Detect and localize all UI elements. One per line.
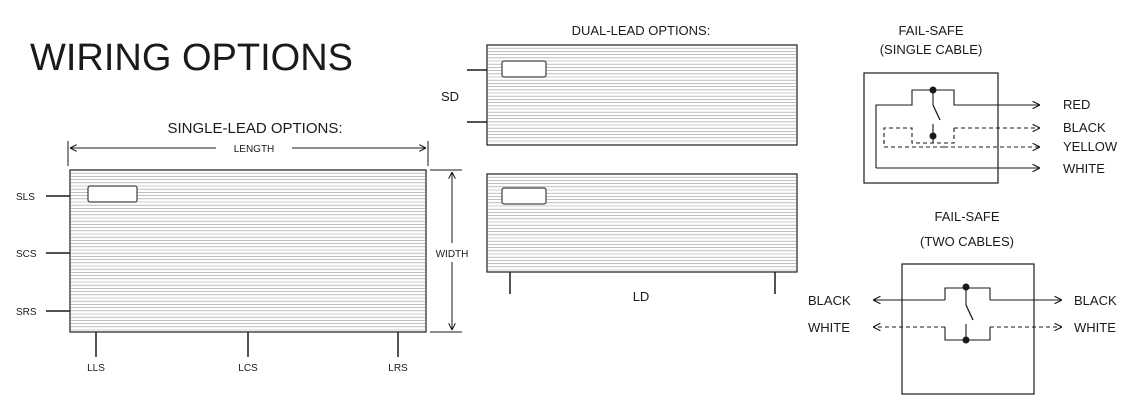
fail-safe-two-subtitle: (TWO CABLES) [920,234,1014,249]
lead-label-sls: SLS [16,192,35,203]
switch-node-bottom [929,132,937,140]
fail-safe-two-box [901,263,1035,395]
wire-label-left-white: WHITE [808,320,850,335]
lead-label-lrs: LRS [388,363,408,374]
fail-safe-single-subtitle: (SINGLE CABLE) [880,42,983,57]
fail-safe-single-title: FAIL-SAFE [898,23,963,38]
length-dimension: LENGTH [67,141,429,166]
fail-safe-two-schematic [873,263,1062,395]
fail-safe-two-title: FAIL-SAFE [934,209,999,224]
dual-lead-sd-panel [486,44,798,146]
lead-label-lls: LLS [87,363,105,374]
switch-node-top [962,283,970,291]
wire-label-black: BLACK [1063,120,1106,135]
width-label: WIDTH [436,249,469,260]
label-plate [501,187,547,205]
lead-label-lcs: LCS [238,363,258,374]
label-plate [501,60,547,78]
wire-label-red: RED [1063,97,1090,112]
bottom-leads: LLS LCS LRS [87,332,408,374]
fail-safe-single-schematic [863,72,1040,184]
wire-label-right-white: WHITE [1074,320,1116,335]
switch-contact [965,304,974,321]
dual-lead-heading: DUAL-LEAD OPTIONS: [572,23,711,38]
switch-node-bottom [962,336,970,344]
wire-label-left-black: BLACK [808,293,851,308]
label-plate [87,185,138,203]
ld-label: LD [633,289,650,304]
side-leads: SLS SCS SRS [16,192,70,318]
single-lead-heading: SINGLE-LEAD OPTIONS: [167,120,342,137]
width-dimension: WIDTH [430,169,469,333]
switch-node-top [929,86,937,94]
lead-label-scs: SCS [16,249,37,260]
switch-contact [932,104,941,121]
lead-label-srs: SRS [16,307,37,318]
page-title: WIRING OPTIONS [30,37,353,79]
wire-label-white: WHITE [1063,161,1105,176]
length-label: LENGTH [234,144,275,155]
wire-label-yellow: YELLOW [1063,139,1118,154]
wire-label-right-black: BLACK [1074,293,1117,308]
sd-label: SD [441,89,459,104]
panel-stripes [488,176,796,271]
